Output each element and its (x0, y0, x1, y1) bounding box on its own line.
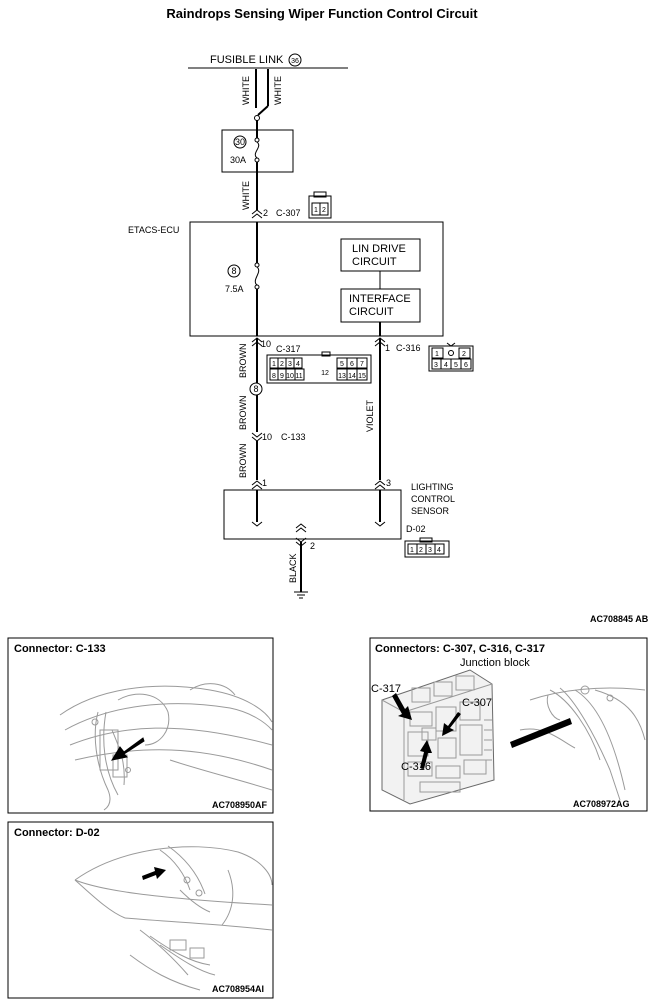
c316-bottom-4: 4 (444, 362, 448, 369)
d02-pin-right: 3 (386, 478, 391, 488)
panel-d02-code: AC708954AI (212, 984, 264, 994)
c317-bottom-8: 8 (272, 373, 276, 380)
c317-middle-12: 12 (321, 370, 329, 377)
c317-bottom-15: 15 (358, 373, 366, 380)
interface-line-2: CIRCUIT (349, 306, 394, 318)
c316-pin: 1 (385, 343, 390, 353)
d02-pin-2: 2 (419, 547, 423, 554)
c317-bottom-10: 10 (286, 373, 294, 380)
wire-label-black: BLACK (288, 553, 298, 583)
sensor-line-1: LIGHTING (411, 482, 454, 492)
c316-top-2: 2 (462, 351, 466, 358)
c317-name: C-317 (276, 344, 301, 354)
c317-pin: 10 (261, 339, 271, 349)
c317-bottom-9: 9 (280, 373, 284, 380)
ground-wire: 2 BLACK (288, 541, 315, 599)
wire-label-white-1: WHITE (241, 76, 251, 105)
c317-top-6: 6 (350, 361, 354, 368)
c307-pin-2: 2 (322, 207, 326, 214)
c316-bottom-6: 6 (464, 362, 468, 369)
fuse-30-number: 30 (235, 137, 245, 147)
diagram-title: Raindrops Sensing Wiper Function Control… (166, 6, 478, 21)
d02-connector-face: 1 2 3 4 (404, 537, 450, 558)
junction-label-c307: C-307 (462, 697, 492, 709)
panel-c133-title: Connector: C-133 (14, 643, 106, 655)
c317-top-4: 4 (296, 361, 300, 368)
interface-line-1: INTERFACE (349, 293, 411, 305)
diagram-code: AC708845 AB (590, 614, 649, 624)
panel-d02: Connector: D-02 AC708954AI (7, 821, 274, 999)
fusible-link-label: FUSIBLE LINK (210, 54, 284, 66)
panel-c133: Connector: C-133 AC708950AF (7, 637, 274, 814)
panel-junction-title: Connectors: C-307, C-316, C-317 (375, 643, 545, 655)
lighting-control-sensor: 1 3 LIGHTING CONTROL SENSOR D-02 (223, 478, 455, 547)
fusible-link: FUSIBLE LINK 36 (188, 53, 348, 69)
wire-label-white-3: WHITE (241, 181, 251, 210)
c317-top-5: 5 (340, 361, 344, 368)
d02-pin-ground: 2 (310, 541, 315, 551)
c316-name: C-316 (396, 343, 421, 353)
panel-junction: Connectors: C-307, C-316, C-317 Junction… (369, 637, 648, 812)
etacs-ecu: ETACS-ECU 8 7.5A LIN DRIVE CIRCUIT INTER… (128, 221, 444, 337)
junction-label-c316: C-316 (401, 761, 431, 773)
d02-pin-4: 4 (437, 547, 441, 554)
sensor-line-2: CONTROL (411, 494, 455, 504)
panel-junction-code: AC708972AG (573, 799, 630, 809)
d02-pin-left: 1 (262, 478, 267, 488)
panel-d02-title: Connector: D-02 (14, 827, 100, 839)
c133-pin: 10 (262, 432, 272, 442)
c316-top-1: 1 (435, 351, 439, 358)
c317-top-1: 1 (272, 361, 276, 368)
c307-pin: 2 (263, 208, 268, 218)
lin-drive-line-2: CIRCUIT (352, 256, 397, 268)
c316-bottom-5: 5 (454, 362, 458, 369)
c317-top-2: 2 (280, 361, 284, 368)
wire-label-brown-1: BROWN (238, 344, 248, 379)
etacs-label: ETACS-ECU (128, 225, 179, 235)
fusible-link-number: 36 (291, 58, 299, 65)
panel-c133-code: AC708950AF (212, 800, 268, 810)
c317-connector-face: 1 2 3 4 5 6 7 12 8 9 10 11 13 14 15 (266, 351, 372, 384)
panel-junction-subtitle: Junction block (460, 657, 530, 669)
splice-8-number: 8 (253, 384, 258, 394)
c307-pin-1: 1 (314, 207, 318, 214)
c317-bottom-11: 11 (295, 373, 302, 380)
sensor-line-3: SENSOR (411, 506, 450, 516)
c317-bottom-14: 14 (348, 373, 356, 380)
c317-bottom-13: 13 (338, 373, 346, 380)
lin-drive-line-1: LIN DRIVE (352, 243, 406, 255)
c307-name: C-307 (276, 208, 301, 218)
d02-pin-3: 3 (428, 547, 432, 554)
d02-pin-1: 1 (410, 547, 414, 554)
c316-bottom-3: 3 (434, 362, 438, 369)
c307-connector-face: 1 2 (308, 191, 332, 219)
wire-label-brown-3: BROWN (238, 444, 248, 479)
fuse-8-rating: 7.5A (225, 284, 244, 294)
fuse-8-number: 8 (231, 266, 236, 276)
c317-top-7: 7 (360, 361, 364, 368)
c316-connector-face: 1 2 3 4 5 6 (428, 342, 474, 372)
c133-name: C-133 (281, 432, 306, 442)
wire-label-violet: VIOLET (365, 399, 375, 432)
wire-label-white-2: WHITE (273, 76, 283, 105)
wire-label-brown-2: BROWN (238, 396, 248, 431)
c317-top-3: 3 (288, 361, 292, 368)
fuse-30-rating: 30A (230, 155, 246, 165)
fuse-30-block: 30 30A (221, 129, 294, 173)
junction-label-c317: C-317 (371, 683, 401, 695)
d02-name: D-02 (406, 524, 426, 534)
